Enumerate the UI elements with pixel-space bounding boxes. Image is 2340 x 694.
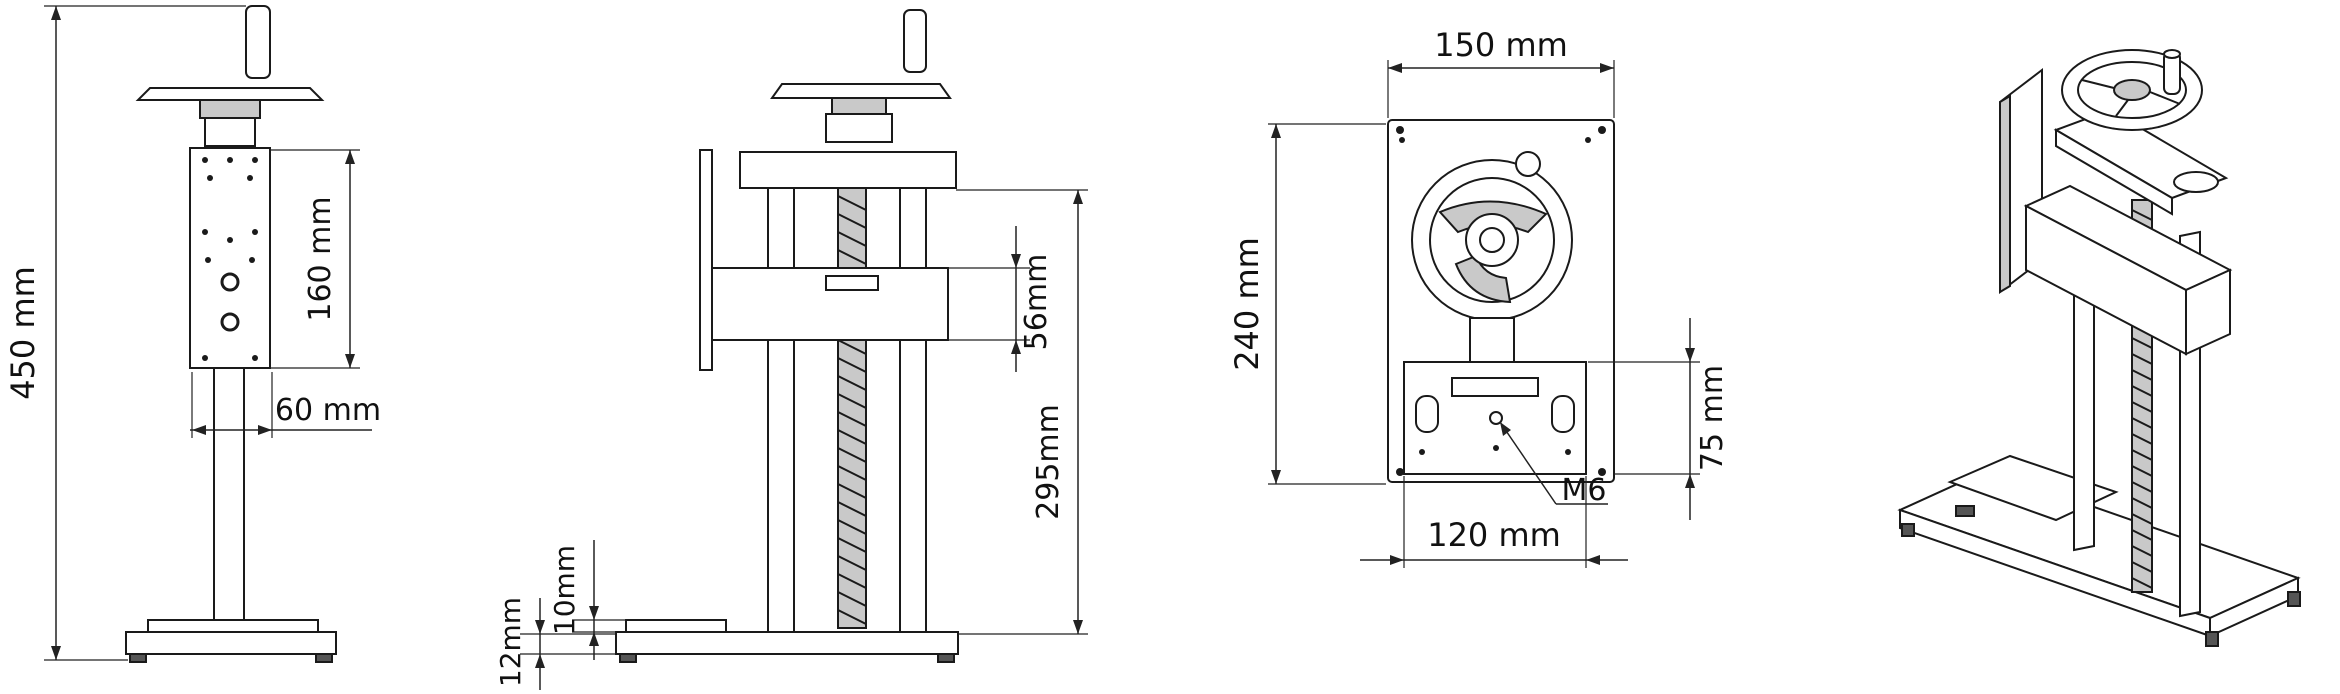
iso-yoke-boss bbox=[2173, 171, 2219, 193]
front-handwheel bbox=[135, 87, 325, 101]
label-450mm: 450 mm bbox=[4, 266, 42, 400]
top-slot-left bbox=[1415, 395, 1439, 433]
side-handwheel bbox=[770, 83, 952, 99]
label-150mm: 150 mm bbox=[1434, 26, 1568, 64]
iso-back-plate-edge bbox=[1999, 94, 2011, 294]
label-160mm: 160 mm bbox=[303, 196, 338, 321]
front-handle-grip bbox=[245, 5, 271, 79]
top-neck bbox=[1469, 317, 1515, 363]
side-handle-grip bbox=[903, 9, 927, 73]
iso-plate-clip bbox=[1955, 505, 1975, 517]
front-foot-right bbox=[315, 653, 333, 663]
front-collar bbox=[204, 117, 256, 147]
iso-foot-right bbox=[2287, 591, 2301, 607]
top-plate-holes bbox=[1396, 126, 1606, 476]
front-mounting-plate bbox=[189, 147, 271, 369]
front-wheel-hub bbox=[199, 99, 261, 119]
front-column bbox=[213, 367, 245, 621]
top-clamp-bar bbox=[1451, 377, 1539, 397]
front-base-top bbox=[147, 619, 319, 633]
label-10mm: 10mm bbox=[548, 545, 581, 635]
side-column-left bbox=[767, 187, 795, 633]
side-wall-plate bbox=[699, 149, 713, 371]
front-base bbox=[125, 631, 337, 655]
side-top-block bbox=[739, 151, 957, 189]
top-slot-right bbox=[1551, 395, 1575, 433]
top-view: 150 mm 240 mm 75 mm 120 mm M6 bbox=[1228, 26, 1730, 568]
top-m6-hole bbox=[1489, 411, 1503, 425]
label-m6: M6 bbox=[1562, 473, 1607, 508]
top-handle-knob bbox=[1515, 151, 1541, 177]
side-foot-left bbox=[619, 653, 637, 663]
m6-leader bbox=[1499, 421, 1557, 505]
side-view: 56mm 295mm 10mm 12mm bbox=[494, 9, 1088, 690]
iso-wheel-hub bbox=[2113, 79, 2151, 101]
side-lead-screw bbox=[837, 187, 867, 629]
side-wheel-hub bbox=[831, 97, 887, 115]
side-base bbox=[615, 631, 959, 655]
label-60mm: 60 mm bbox=[275, 393, 381, 428]
front-view: 450 mm 160 mm 60 mm bbox=[4, 5, 381, 663]
label-56mm: 56mm bbox=[1019, 254, 1054, 351]
label-120mm: 120 mm bbox=[1427, 516, 1561, 554]
side-clamp-nut bbox=[825, 275, 879, 291]
front-foot-left bbox=[129, 653, 147, 663]
front-plate-holes bbox=[202, 157, 258, 361]
iso-foot-left bbox=[1901, 523, 1915, 537]
label-240mm: 240 mm bbox=[1228, 237, 1266, 371]
label-295mm: 295mm bbox=[1031, 404, 1066, 520]
isometric-view bbox=[1897, 49, 2301, 647]
side-base-pad bbox=[625, 619, 727, 633]
side-foot-right bbox=[937, 653, 955, 663]
side-collar bbox=[825, 113, 893, 143]
label-12mm: 12mm bbox=[494, 597, 527, 687]
iso-handle-top bbox=[2163, 49, 2181, 59]
iso-foot-front bbox=[2205, 631, 2219, 647]
label-75mm: 75 mm bbox=[1695, 365, 1730, 471]
top-wheel-bore bbox=[1479, 227, 1505, 253]
iso-clamp-side bbox=[2185, 268, 2231, 356]
iso-wheel-spokes bbox=[2081, 79, 2181, 117]
side-column-right bbox=[899, 187, 927, 633]
iso-yoke-front bbox=[2055, 128, 2173, 216]
